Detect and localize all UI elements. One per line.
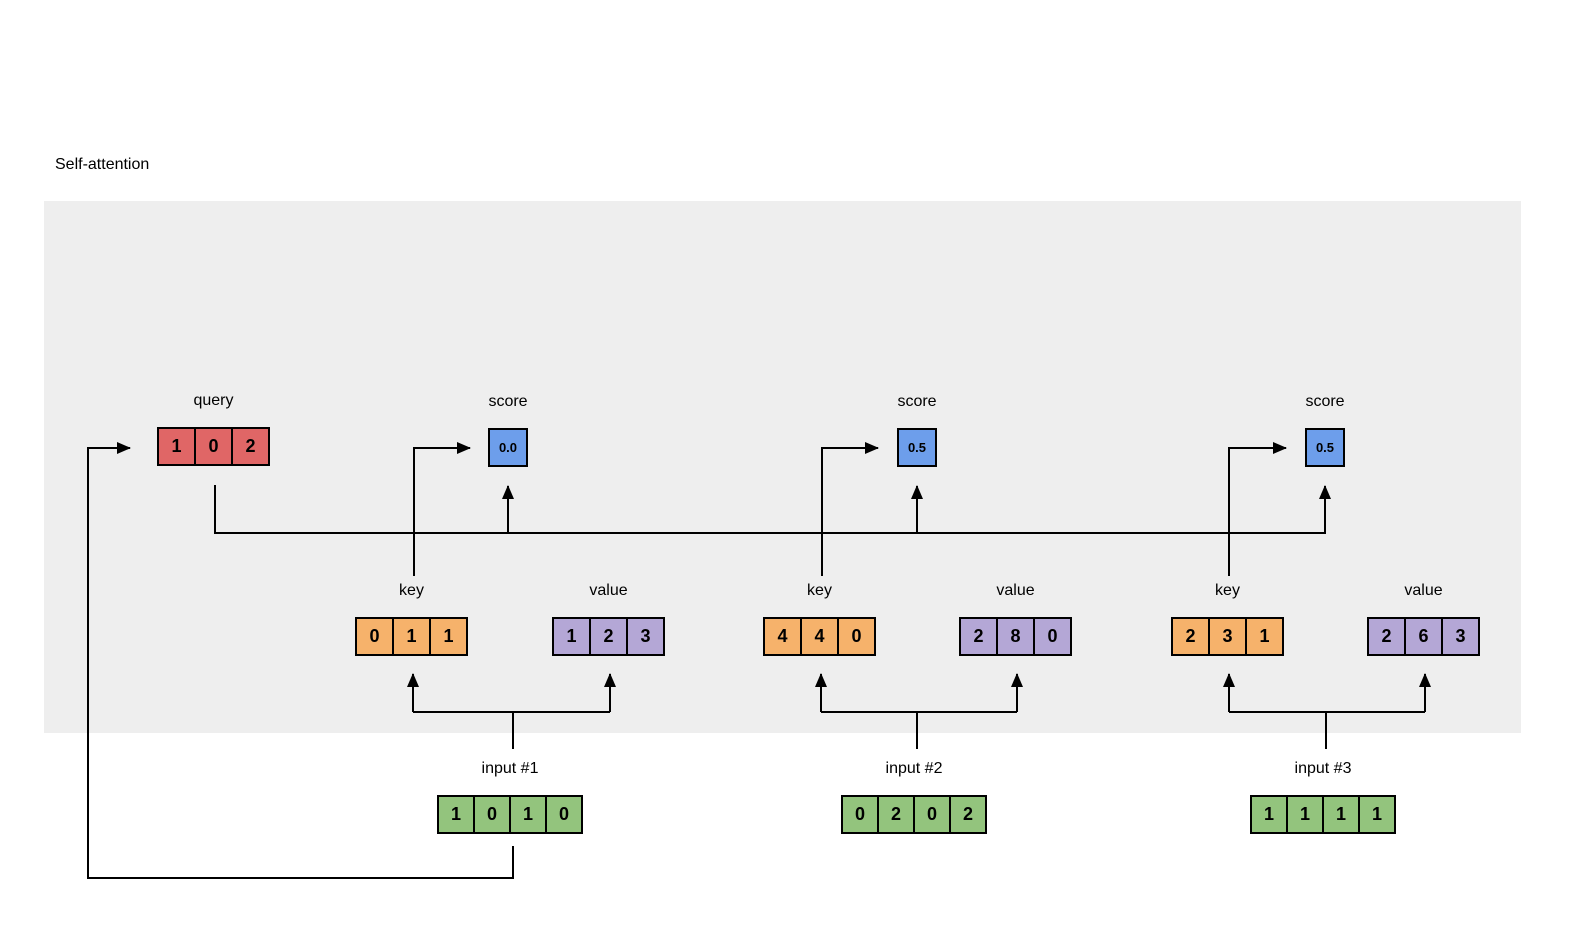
input1-cell-1: 0 <box>473 795 511 834</box>
input3-label: input #3 <box>1294 760 1352 777</box>
input1-label: input #1 <box>481 760 539 777</box>
query-cells: 1 0 2 <box>157 427 270 466</box>
arrow-input1-to-query <box>87 442 514 879</box>
score1-cell: 0.0 <box>488 428 528 467</box>
score1-label: score <box>488 393 528 410</box>
input3-cell-0: 1 <box>1250 795 1288 834</box>
key3-vector: key 2 3 1 <box>1171 579 1284 656</box>
query-cell-2: 2 <box>231 427 270 466</box>
input1-cell-0: 1 <box>437 795 475 834</box>
value2-vector: value 2 8 0 <box>959 579 1072 656</box>
key1-vector: key 0 1 1 <box>355 579 468 656</box>
value1-cell-2: 3 <box>626 617 665 656</box>
input2-cell-2: 0 <box>913 795 951 834</box>
score3-box: score 0.5 <box>1305 390 1345 467</box>
value1-cells: 1 2 3 <box>552 617 665 656</box>
input3-cell-3: 1 <box>1358 795 1396 834</box>
key1-cell-2: 1 <box>429 617 468 656</box>
key1-label: key <box>399 582 424 599</box>
arrow-key2-to-score2 <box>821 442 879 576</box>
query-cell-1: 0 <box>194 427 233 466</box>
value1-cell-0: 1 <box>552 617 591 656</box>
key2-cell-1: 4 <box>800 617 839 656</box>
key3-cell-1: 3 <box>1208 617 1247 656</box>
value3-cell-1: 6 <box>1404 617 1443 656</box>
value1-cell-1: 2 <box>589 617 628 656</box>
key3-cell-2: 1 <box>1245 617 1284 656</box>
score1-box: score 0.0 <box>488 390 528 467</box>
value2-cell-2: 0 <box>1033 617 1072 656</box>
query-cell-0: 1 <box>157 427 196 466</box>
input3-cells: 1 1 1 1 <box>1250 795 1396 834</box>
input3-cell-1: 1 <box>1286 795 1324 834</box>
key2-vector: key 4 4 0 <box>763 579 876 656</box>
key1-cell-1: 1 <box>392 617 431 656</box>
input2-cell-0: 0 <box>841 795 879 834</box>
value1-label: value <box>589 582 628 599</box>
score3-label: score <box>1305 393 1345 410</box>
query-label: query <box>193 392 234 409</box>
value3-cell-2: 3 <box>1441 617 1480 656</box>
input3-vector: input #3 1 1 1 1 <box>1250 757 1396 834</box>
input3-branch <box>1229 711 1425 749</box>
key2-cell-2: 0 <box>837 617 876 656</box>
value1-vector: value 1 2 3 <box>552 579 665 656</box>
value2-cells: 2 8 0 <box>959 617 1072 656</box>
value2-label: value <box>996 582 1035 599</box>
input1-vector: input #1 1 0 1 0 <box>437 757 583 834</box>
input2-branch <box>821 711 1017 749</box>
input2-cells: 0 2 0 2 <box>841 795 987 834</box>
input1-cells: 1 0 1 0 <box>437 795 583 834</box>
value3-vector: value 2 6 3 <box>1367 579 1480 656</box>
score3-cell: 0.5 <box>1305 428 1345 467</box>
score3-cells: 0.5 <box>1305 428 1345 467</box>
value2-cell-0: 2 <box>959 617 998 656</box>
key3-cell-0: 2 <box>1171 617 1210 656</box>
key1-cells: 0 1 1 <box>355 617 468 656</box>
score2-cells: 0.5 <box>897 428 937 467</box>
score1-cells: 0.0 <box>488 428 528 467</box>
value3-cell-0: 2 <box>1367 617 1406 656</box>
key1-cell-0: 0 <box>355 617 394 656</box>
input1-cell-2: 1 <box>509 795 547 834</box>
arrow-key3-to-score3 <box>1228 442 1287 576</box>
value3-label: value <box>1404 582 1443 599</box>
key2-cell-0: 4 <box>763 617 802 656</box>
key2-cells: 4 4 0 <box>763 617 876 656</box>
input2-cell-3: 2 <box>949 795 987 834</box>
key3-cells: 2 3 1 <box>1171 617 1284 656</box>
arrow-query-to-score3 <box>214 485 1331 534</box>
value3-cells: 2 6 3 <box>1367 617 1480 656</box>
score2-cell: 0.5 <box>897 428 937 467</box>
input2-vector: input #2 0 2 0 2 <box>841 757 987 834</box>
arrow-key1-to-score1 <box>413 442 471 576</box>
input1-cell-3: 0 <box>545 795 583 834</box>
key3-label: key <box>1215 582 1240 599</box>
input2-label: input #2 <box>885 760 943 777</box>
input2-cell-1: 2 <box>877 795 915 834</box>
input1-branch <box>413 711 610 749</box>
input3-cell-2: 1 <box>1322 795 1360 834</box>
diagram-title: Self-attention <box>55 156 150 173</box>
key2-label: key <box>807 582 832 599</box>
value2-cell-1: 8 <box>996 617 1035 656</box>
query-vector: query 1 0 2 <box>157 389 270 466</box>
score2-label: score <box>897 393 937 410</box>
score2-box: score 0.5 <box>897 390 937 467</box>
